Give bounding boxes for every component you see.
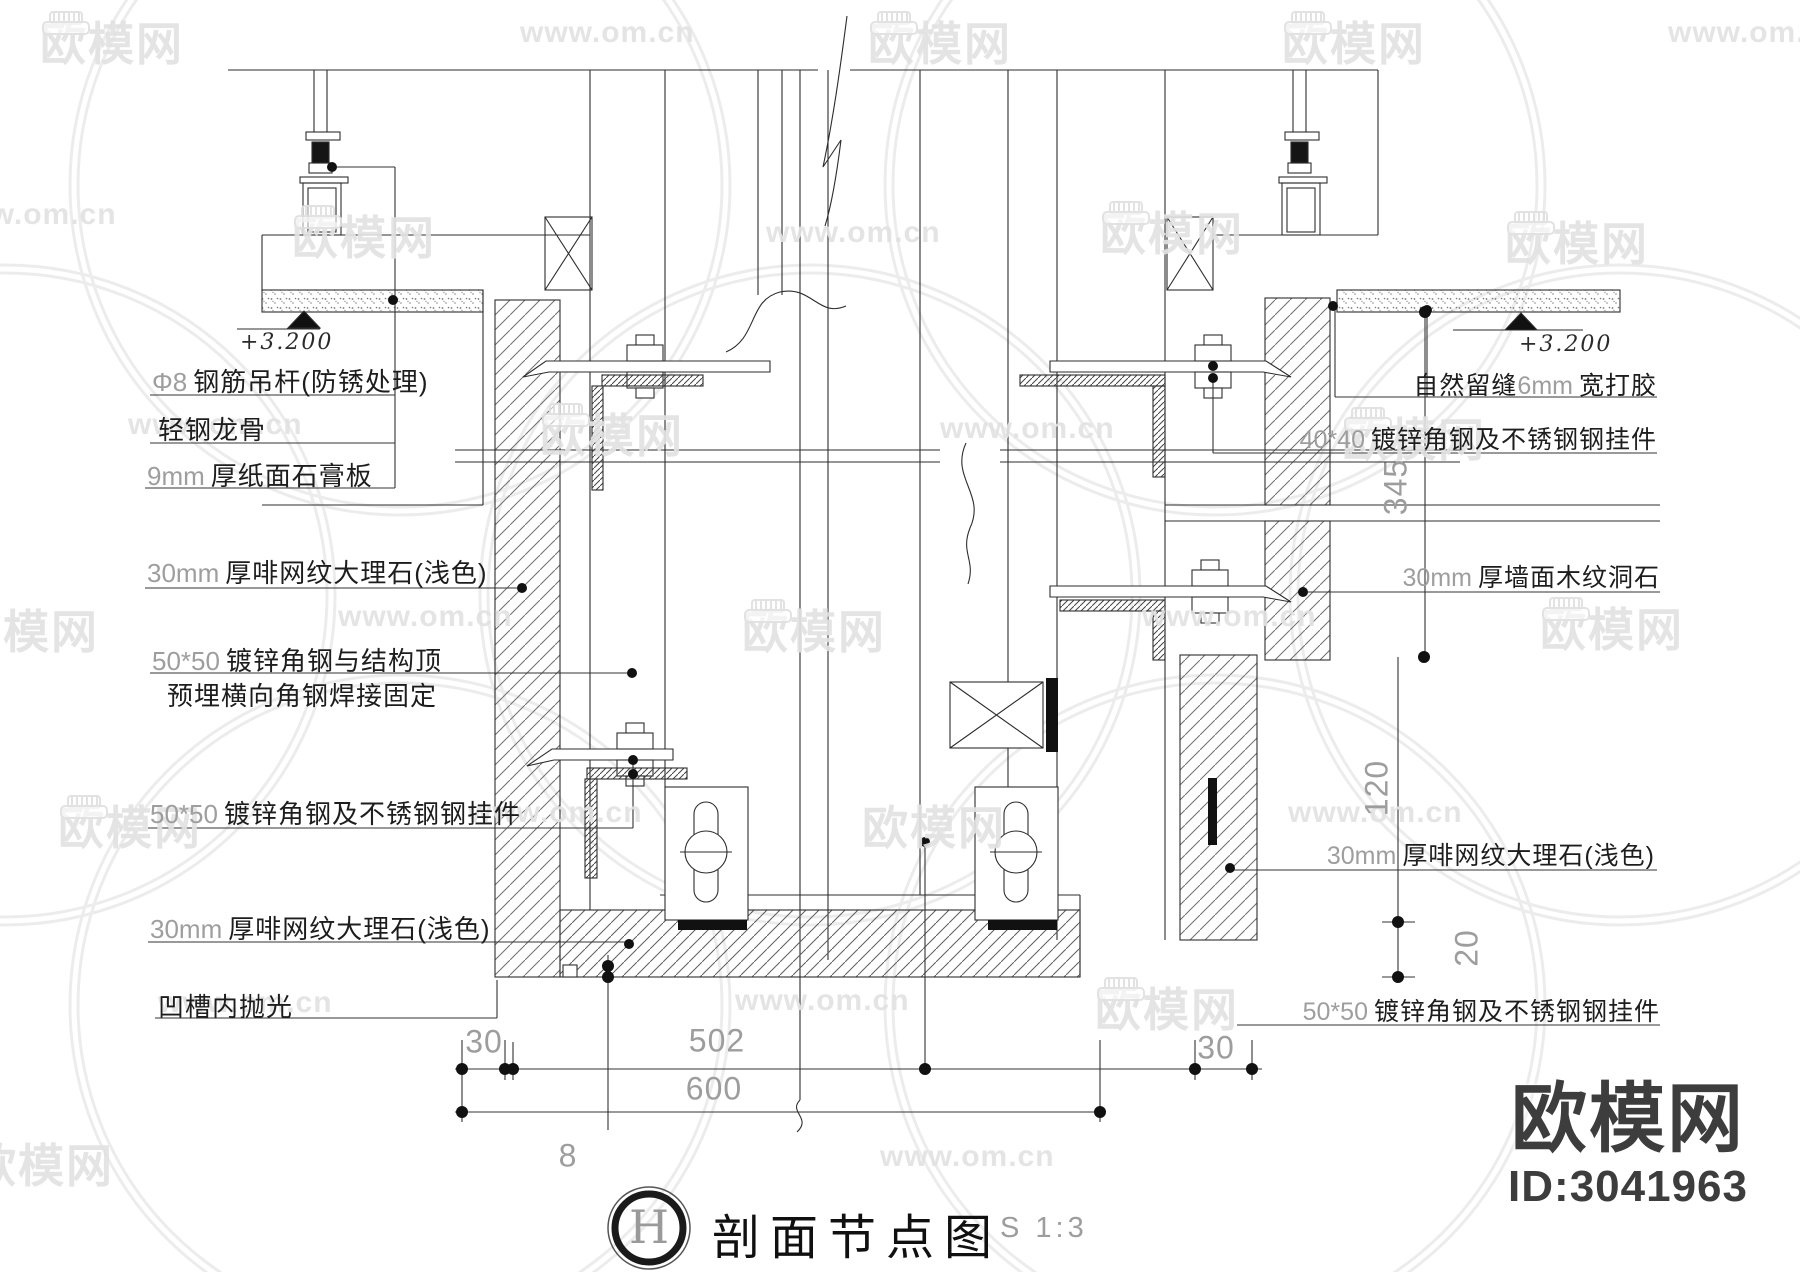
annotation-num: 30mm (147, 558, 220, 588)
site-logo: 欧模网 ID:3041963 (1508, 1078, 1748, 1212)
annotation-text: 厚墙面木纹洞石 (1477, 564, 1660, 592)
site-logo-brand: 欧模网 (1511, 1077, 1746, 1162)
annotation-num: 30mm (1402, 564, 1472, 592)
annotation-num: 40*40 (1299, 426, 1365, 454)
level-label-right: +3.200 (1519, 332, 1613, 357)
annotation-text: 厚纸面石膏板 (210, 461, 373, 491)
shadow-gap-bar (1208, 778, 1217, 845)
annotation-steel-keel: 轻钢龙骨 (158, 410, 266, 447)
level-symbol-left (286, 310, 322, 329)
dim-30-left: 30 (465, 1023, 503, 1060)
break-line-top (822, 15, 848, 227)
detail-bubble (607, 1186, 691, 1270)
annotation-text: 宽打胶 (1578, 372, 1657, 400)
stone-anchor-left (664, 786, 749, 930)
annotation-text: 厚啡网纹大理石(浅色) (225, 558, 488, 588)
annotation-groove-polish: 凹槽内抛光 (158, 987, 293, 1024)
angle-assembly-top-left (522, 334, 771, 491)
polish-groove (562, 964, 578, 978)
annotation-num: 50*50 (1302, 998, 1368, 1026)
level-label-left: +3.200 (240, 330, 334, 355)
drawing-title: 剖面节点图 (712, 1212, 1003, 1265)
annotation-text: 钢筋吊杆(防锈处理) (193, 367, 429, 397)
dim-8: 8 (558, 1137, 578, 1174)
annotation-text: 厚啡网纹大理石(浅色) (1402, 842, 1655, 870)
break-line-rail (961, 442, 975, 585)
dim-30-right: 30 (1197, 1029, 1235, 1066)
dim-120: 120 (1358, 759, 1395, 817)
slab-band-left (261, 289, 484, 313)
annotation-text: 预埋横向角钢焊接固定 (167, 681, 438, 711)
dim-345: 345 (1377, 458, 1414, 516)
annotation-text: 镀锌角钢及不锈钢钢挂件 (1373, 998, 1660, 1026)
level-symbol-right (1503, 312, 1539, 331)
dim-600: 600 (685, 1070, 743, 1107)
site-logo-id: ID:3041963 (1508, 1161, 1748, 1211)
blocking-x-right (1166, 216, 1214, 291)
blocking-x-left (544, 216, 593, 291)
annotation-num: 30mm (150, 914, 223, 944)
annotation-num: 9mm (147, 461, 205, 491)
leader-dots (327, 162, 1432, 1118)
annotation-angle-weld-2: 预埋横向角钢焊接固定 (167, 676, 437, 713)
annotation-text: 自然留缝 (1413, 372, 1518, 400)
annotation-text: 镀锌角钢及不锈钢钢挂件 (1370, 426, 1657, 454)
annotation-text: 轻钢龙骨 (158, 415, 267, 445)
detail-bubble-letter: H (628, 1199, 670, 1254)
wall-corner-right (1179, 654, 1258, 941)
blocking-x-mid (949, 678, 1058, 752)
annotation-text: 厚啡网纹大理石(浅色) (228, 914, 491, 944)
stone-anchor-right (974, 786, 1059, 930)
angle-assembly-low-left (526, 722, 688, 879)
break-line-bottom (796, 1099, 803, 1133)
annotation-num: 30mm (1326, 842, 1397, 870)
annotation-text: 镀锌角钢与结构顶 (225, 646, 442, 676)
dim-502: 502 (688, 1022, 746, 1059)
annotation-num: 6mm (1517, 372, 1573, 400)
hanger-rod-right (1278, 70, 1328, 236)
break-line-mid (725, 290, 847, 353)
column-right-upper (1264, 297, 1331, 506)
drawing-scale: S 1:3 (1000, 1212, 1088, 1244)
angle-assembly-mid-right (1049, 559, 1292, 661)
annotation-num: Φ8 (152, 367, 188, 397)
annotation-text: 镀锌角钢及不锈钢钢挂件 (223, 799, 521, 829)
annotation-num: 50*50 (152, 646, 220, 676)
annotation-text: 凹槽内抛光 (158, 992, 294, 1022)
dim-20: 20 (1448, 929, 1485, 967)
slab-band-right (1336, 289, 1621, 313)
annotation-num: 50*50 (150, 799, 218, 829)
